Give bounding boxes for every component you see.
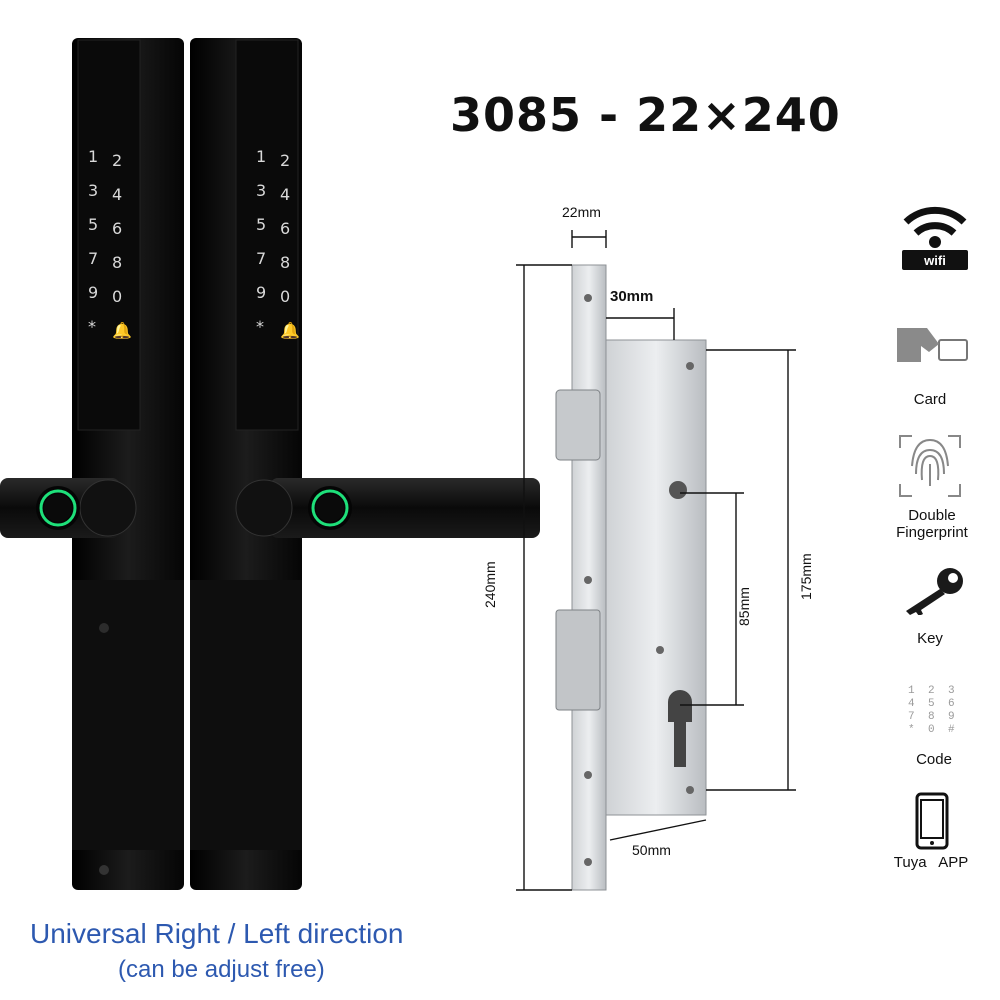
dim-case-height: 175mm	[798, 553, 814, 600]
dim-handle-cylinder: 85mm	[736, 587, 752, 626]
keypad-key: *	[256, 317, 264, 336]
key-icon	[906, 568, 963, 615]
keypad-key: 6	[112, 219, 122, 238]
lock-body-left	[0, 38, 184, 890]
keypad-key: 1	[88, 147, 98, 166]
adjust-caption: (can be adjust free)	[118, 956, 325, 983]
keypad-code-icon: 1 2 3 4 5 6 7 8 9 * 0 #	[908, 685, 955, 736]
fingerprint-icon	[899, 435, 961, 497]
code-key: 9	[948, 711, 955, 723]
phone-icon	[915, 792, 949, 850]
code-key: 8	[928, 711, 935, 723]
keypad-key: 2	[112, 151, 122, 170]
card-label: Card	[913, 391, 947, 408]
keypad-key: 7	[256, 249, 266, 268]
keypad-key: 7	[88, 249, 98, 268]
keypad-key: 3	[88, 181, 98, 200]
code-key: #	[948, 724, 955, 736]
code-key: 7	[908, 711, 915, 723]
keypad-key: 9	[88, 283, 98, 302]
keypad-key: 3	[256, 181, 266, 200]
dim-case-width: 50mm	[632, 842, 671, 858]
keypad-key: 4	[112, 185, 122, 204]
fingerprint-label: Double Fingerprint	[896, 507, 968, 541]
code-key: 4	[908, 698, 915, 710]
code-key: 2	[928, 685, 935, 697]
keypad-key: 2	[280, 151, 290, 170]
keypad-key: 0	[112, 287, 122, 306]
tuya-app-label: Tuya APP	[893, 854, 969, 871]
lock-body-right	[190, 38, 540, 890]
wifi-feature: wifi	[900, 192, 970, 272]
bell-icon: 🔔	[280, 321, 300, 340]
code-label: Code	[916, 751, 952, 768]
direction-caption: Universal Right / Left direction	[30, 918, 404, 949]
code-key: 5	[928, 698, 935, 710]
product-title: 3085 - 22×240	[450, 88, 841, 142]
keypad-key: 0	[280, 287, 290, 306]
keypad-key: 6	[280, 219, 290, 238]
dim-height: 240mm	[482, 561, 498, 608]
code-key: 3	[948, 685, 955, 697]
keypad-key: *	[88, 317, 96, 336]
dim-faceplate-width: 22mm	[562, 204, 601, 220]
keypad-key: 9	[256, 283, 266, 302]
card-icon	[897, 328, 968, 362]
key-label: Key	[917, 630, 943, 647]
keypad-key: 1	[256, 147, 266, 166]
code-key: 1	[908, 685, 915, 697]
wifi-icon	[902, 206, 968, 270]
code-key: *	[908, 724, 915, 736]
keypad-key: 5	[256, 215, 266, 234]
code-key: 6	[948, 698, 955, 710]
keypad-key: 8	[112, 253, 122, 272]
wifi-badge: wifi	[924, 253, 946, 268]
keypad-key: 5	[88, 215, 98, 234]
code-key: 0	[928, 724, 935, 736]
keypad-key: 4	[280, 185, 290, 204]
dim-backset: 30mm	[610, 288, 654, 305]
keypad-key: 8	[280, 253, 290, 272]
mortise-lock-diagram	[516, 230, 796, 891]
bell-icon: 🔔	[112, 321, 132, 340]
